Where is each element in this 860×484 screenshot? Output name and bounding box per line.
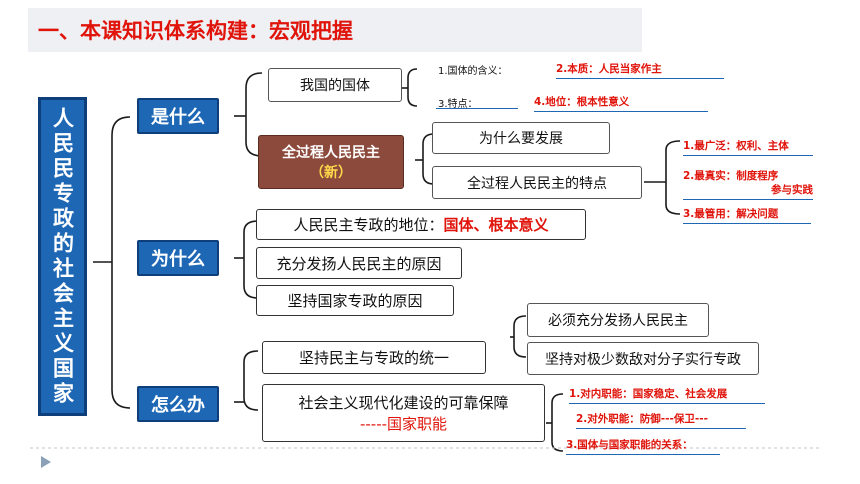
feature-note-truest: 2.最真实：制度程序	[683, 170, 779, 182]
note-essence: 2.本质：人民当家作主	[556, 61, 724, 79]
note-feature: 3.特点：	[438, 99, 478, 110]
whole-process-democracy-box: 全过程人民民主 （新）	[258, 135, 404, 189]
function-note-internal: 1.对内职能：国家稳定、社会发展	[569, 386, 765, 404]
slide-title: 一、本课知识体系构建：宏观把握	[38, 19, 353, 43]
note-status: 4.地位：根本性意义	[534, 94, 708, 112]
unity-sub-dictatorship: 坚持对极少数敌对分子实行专政	[527, 342, 759, 375]
play-icon	[41, 456, 51, 468]
reason-dictatorship-box: 坚持国家专政的原因	[256, 285, 454, 316]
status-box: 人民民主专政的地位：国体、根本意义	[256, 209, 586, 240]
whole-process-label: 全过程人民民主	[282, 145, 380, 161]
category-what: 是什么	[137, 98, 219, 134]
function-note-external: 2.对外职能：防御---保卫---	[576, 411, 746, 429]
unity-box: 坚持民主与专政的统一	[262, 341, 486, 374]
new-tag: （新）	[310, 165, 352, 181]
category-how: 怎么办	[137, 386, 219, 422]
vertical-title: 人民民专政的社会主义国家	[50, 106, 75, 407]
features-box: 全过程人民民主的特点	[432, 166, 642, 199]
function-note-relation: 3.国体与国家职能的关系：	[566, 437, 720, 455]
status-red: 国体、根本意义	[443, 216, 549, 234]
reason-democracy-box: 充分发扬人民民主的原因	[256, 247, 462, 279]
note-feature-underline	[436, 108, 518, 109]
unity-sub-democracy: 必须充分发扬人民民主	[527, 303, 709, 337]
status-prefix: 人民民主专政的地位：	[293, 216, 444, 234]
feature-note-truest-2: 参与实践	[683, 182, 813, 200]
state-function-label: -----国家职能	[359, 415, 448, 433]
guoti-box: 我国的国体	[268, 68, 402, 102]
guarantee-box: 社会主义现代化建设的可靠保障 -----国家职能	[262, 384, 545, 442]
guarantee-title: 社会主义现代化建设的可靠保障	[298, 394, 509, 412]
note-guoti-meaning: 1.国体的含义：	[438, 66, 508, 77]
title-bar	[28, 8, 642, 52]
category-why: 为什么	[137, 240, 219, 276]
vertical-title-box: 人民民专政的社会主义国家	[38, 97, 87, 416]
feature-note-broadest: 1.最广泛：权利、主体	[683, 138, 813, 156]
why-develop-box: 为什么要发展	[432, 122, 610, 154]
feature-note-useful: 3.最管用：解决问题	[683, 206, 811, 224]
